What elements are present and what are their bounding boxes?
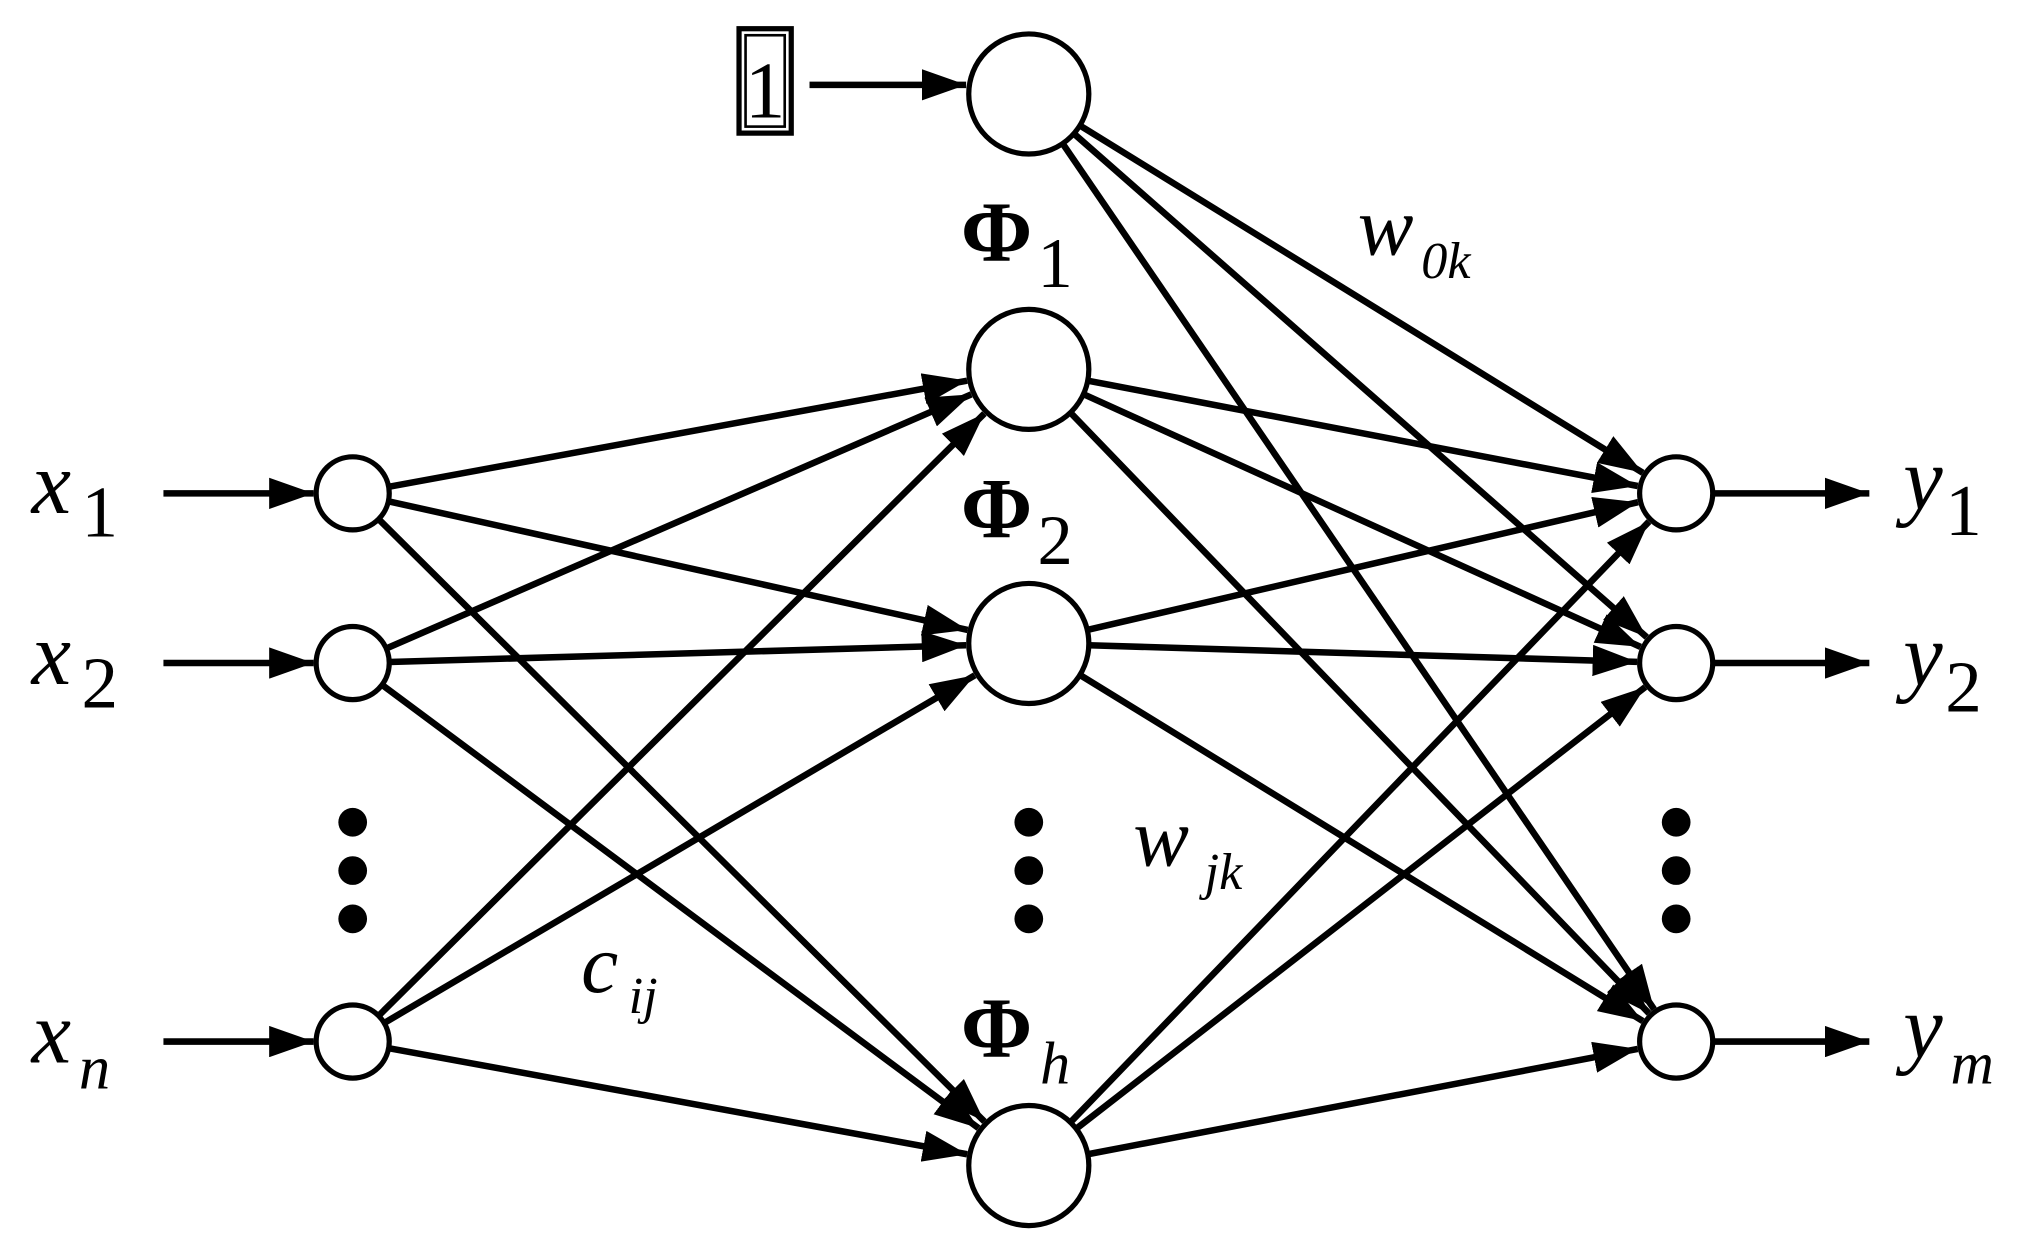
hidden-node-3 (966, 1102, 1092, 1229)
bias-value: 1 (745, 45, 785, 135)
edge-hidden1-output3 (1068, 410, 1652, 1016)
edge-bias-output2 (1071, 131, 1649, 640)
edge-hidden1-output2 (1082, 391, 1642, 650)
edge-input2-hidden3 (380, 682, 981, 1131)
network-nodes (313, 31, 1716, 1229)
output-node-3 (1637, 1002, 1716, 1081)
edge-input1-hidden2 (387, 498, 969, 636)
edge-input3-hidden3 (388, 1044, 968, 1162)
output-label-1: y1 (1895, 431, 1982, 551)
ellipsis-dots (338, 807, 1691, 934)
edge-input3-hidden2 (382, 672, 977, 1026)
edge-input1-hidden3 (376, 516, 987, 1124)
edge-hidden2-output2 (1088, 642, 1638, 677)
hidden-node-2 (966, 580, 1092, 707)
edge-hidden1-output1 (1087, 377, 1639, 494)
bias-input: 1 (736, 26, 794, 136)
edge-input3-hidden1 (376, 411, 987, 1019)
hidden-ellipsis (1014, 807, 1044, 934)
input-node-3 (313, 1002, 392, 1081)
output-node-1 (1637, 454, 1716, 533)
bias-node (966, 31, 1092, 157)
edge-hidden3-output3 (1087, 1041, 1639, 1158)
edge-bias-output1 (1078, 122, 1645, 476)
edge-bias-output3 (1059, 141, 1657, 1012)
hidden-node-1 (966, 306, 1092, 433)
input-node-1 (313, 454, 392, 533)
edge-hidden2-output1 (1086, 496, 1639, 634)
edge-input1-hidden1 (388, 373, 968, 490)
output-node-2 (1637, 623, 1716, 703)
edge-input2-hidden2 (389, 630, 967, 666)
output-ellipsis (1661, 807, 1691, 934)
connection-edges (163, 69, 1870, 1162)
edge-input2-hidden1 (384, 391, 973, 652)
edge-hidden3-output2 (1074, 684, 1648, 1132)
hidden-label-1: Φ1 (961, 184, 1073, 303)
hidden-label-2: Φ2 (961, 461, 1073, 580)
edge-hidden2-output3 (1078, 672, 1645, 1024)
edge-hidden3-output1 (1068, 519, 1652, 1125)
input-node-2 (313, 623, 392, 703)
input-ellipsis (338, 807, 368, 934)
output-label-2: y2 (1895, 607, 1982, 727)
